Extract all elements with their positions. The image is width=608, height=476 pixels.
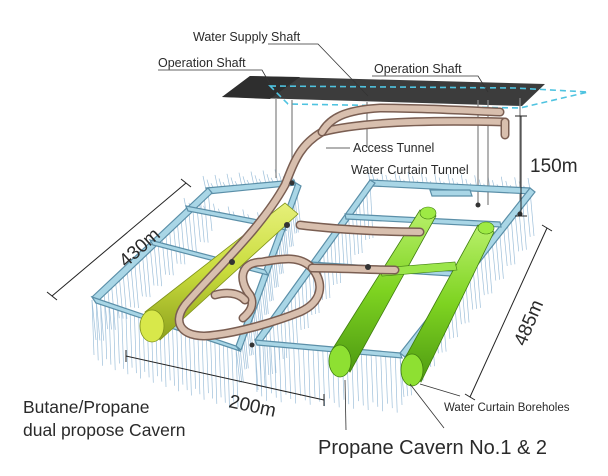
- dimension-485m: 485m: [510, 297, 548, 349]
- leader-lines: [158, 43, 489, 431]
- dashed-outline: [268, 85, 589, 109]
- label-operation-shaft-left: Operation Shaft: [158, 56, 246, 70]
- dimension-lines: [46, 115, 553, 406]
- dimension-150m: 150m: [530, 156, 578, 177]
- propane-cavern-2: [400, 221, 495, 387]
- label-butane-line2: dual propose Cavern: [23, 420, 185, 440]
- label-propane-caverns: Propane Cavern No.1 & 2: [318, 437, 547, 459]
- access-tunnel: [174, 103, 510, 341]
- surface-plate: [222, 76, 589, 109]
- dimension-200m: 200m: [227, 391, 278, 421]
- label-operation-shaft-right: Operation Shaft: [374, 62, 462, 76]
- label-water-supply-shaft: Water Supply Shaft: [193, 30, 301, 44]
- label-butane-line1: Butane/Propane: [23, 397, 150, 417]
- label-access-tunnel: Access Tunnel: [353, 141, 434, 155]
- label-water-curtain-tunnel: Water Curtain Tunnel: [351, 163, 469, 177]
- dimension-430m: 430m: [115, 224, 164, 271]
- label-water-curtain-boreholes: Water Curtain Boreholes: [444, 402, 570, 414]
- propane-cavern-1: [328, 206, 437, 378]
- joint-nodes: [229, 180, 523, 348]
- water-curtain-boreholes-group: [91, 168, 535, 413]
